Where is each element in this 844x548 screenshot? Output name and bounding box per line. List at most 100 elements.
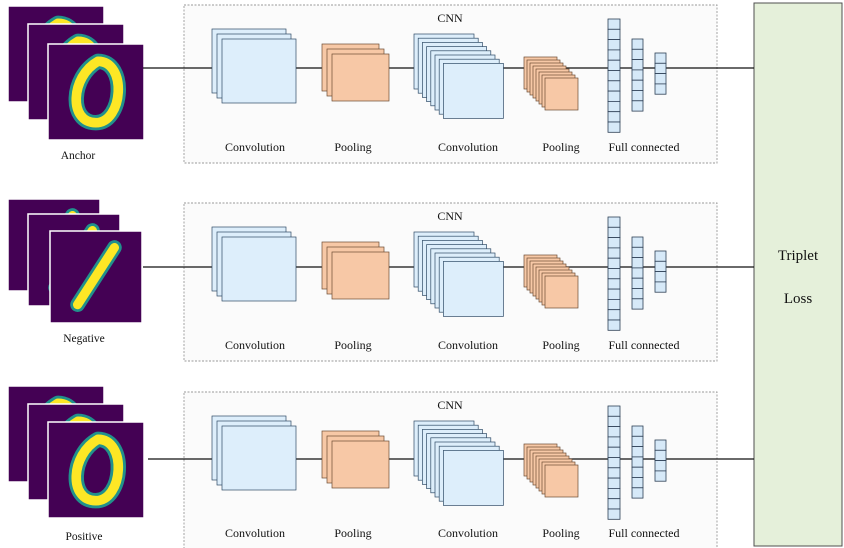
fc-neuron — [607, 415, 621, 427]
cnn-layers-overlay — [211, 216, 667, 331]
fc-neuron — [631, 487, 644, 499]
fc-neuron — [607, 508, 621, 520]
label-convolution-1: Convolution — [225, 526, 285, 540]
anchor-label: Anchor — [61, 150, 96, 162]
positive-input-stack — [7, 385, 145, 519]
fc-neuron — [631, 48, 644, 60]
fc-neuron — [631, 425, 644, 437]
fc-neuron — [654, 62, 667, 74]
fc-neuron — [607, 59, 621, 71]
fc-neuron — [654, 460, 667, 472]
fc-neuron — [607, 80, 621, 92]
fc-neuron — [654, 271, 667, 283]
label-full-connected: Full connected — [609, 338, 680, 352]
fc-neuron — [631, 59, 644, 71]
fc-neuron — [607, 487, 621, 500]
fc-neuron — [607, 216, 621, 228]
fc-neuron — [607, 309, 621, 321]
pool1-feature-map — [331, 53, 390, 102]
conv2-feature-map — [443, 450, 504, 506]
fc-neuron — [607, 268, 621, 280]
conv1-feature-map — [221, 38, 297, 104]
pool2-feature-map — [544, 275, 579, 309]
fc-neuron — [607, 436, 621, 448]
pool2-feature-map — [544, 464, 579, 498]
cnn-title: CNN — [437, 11, 463, 25]
fc-neuron — [654, 449, 667, 461]
fc-neuron — [607, 298, 621, 311]
fc-neuron — [654, 281, 667, 293]
fc-neuron — [631, 288, 644, 300]
fc-neuron — [631, 236, 644, 248]
fc-neuron — [607, 477, 621, 489]
triplet-loss-rect — [753, 2, 843, 547]
fc-neuron — [631, 90, 644, 102]
conv2-feature-map — [443, 261, 504, 317]
fc-neuron — [607, 18, 621, 30]
conv1-feature-map — [221, 236, 297, 302]
fc-neuron — [654, 52, 667, 64]
fc-neuron — [654, 83, 667, 95]
fc-neuron — [631, 466, 644, 478]
triplet-loss-box: Triplet Loss — [753, 2, 843, 547]
label-pooling-1: Pooling — [334, 140, 371, 154]
fc-neuron — [631, 477, 644, 489]
fc-neuron — [654, 73, 667, 85]
fc-neuron — [607, 446, 621, 458]
fc-neuron — [607, 257, 621, 269]
label-full-connected: Full connected — [609, 140, 680, 154]
fc-neuron — [607, 457, 621, 469]
fc-neuron — [607, 247, 621, 259]
triplet-loss-label-line2: Loss — [784, 291, 813, 307]
fc-neuron — [631, 246, 644, 259]
fc-neuron — [654, 250, 667, 262]
fc-neuron — [607, 70, 621, 82]
fc-neuron — [654, 439, 667, 451]
fc-neuron — [607, 405, 621, 417]
digit-stroke — [73, 242, 119, 310]
label-full-connected: Full connected — [609, 526, 680, 540]
conv1-feature-map — [221, 425, 297, 491]
fc-neuron — [607, 101, 621, 113]
cnn-title: CNN — [437, 209, 463, 223]
negative-input-stack — [7, 198, 143, 324]
fc-neuron — [631, 100, 644, 112]
fc-neuron — [607, 111, 621, 123]
fc-neuron — [607, 39, 621, 51]
label-pooling-2: Pooling — [542, 140, 579, 154]
label-pooling-2: Pooling — [542, 526, 579, 540]
pool1-feature-map — [331, 440, 390, 489]
fc-neuron — [654, 470, 667, 482]
anchor-input-stack — [7, 5, 145, 141]
mnist-tile — [47, 421, 145, 519]
fc-neuron — [607, 319, 621, 331]
mnist-tile — [49, 230, 143, 324]
digit-stroke — [71, 56, 124, 128]
label-convolution-1: Convolution — [225, 338, 285, 352]
pool1-feature-map — [331, 251, 390, 300]
fc-neuron — [631, 435, 644, 447]
fc-neuron — [631, 456, 644, 468]
conv2-feature-map — [443, 63, 504, 119]
fc-neuron — [607, 237, 621, 249]
cnn-layers-overlay — [211, 405, 667, 520]
fc-neuron — [631, 257, 644, 269]
fc-neuron — [607, 288, 621, 300]
label-convolution-2: Convolution — [438, 526, 498, 540]
fc-neuron — [631, 277, 644, 289]
label-convolution-2: Convolution — [438, 338, 498, 352]
fc-neuron — [631, 79, 644, 91]
fc-neuron — [607, 90, 621, 102]
fc-neuron — [631, 38, 644, 50]
pool2-feature-map — [544, 77, 579, 111]
fc-neuron — [654, 260, 667, 272]
digit-stroke — [71, 434, 124, 506]
triplet-loss-label-line1: Triplet — [778, 248, 819, 264]
fc-neuron — [631, 267, 644, 279]
positive-label: Positive — [65, 531, 102, 543]
fc-neuron — [607, 121, 621, 133]
